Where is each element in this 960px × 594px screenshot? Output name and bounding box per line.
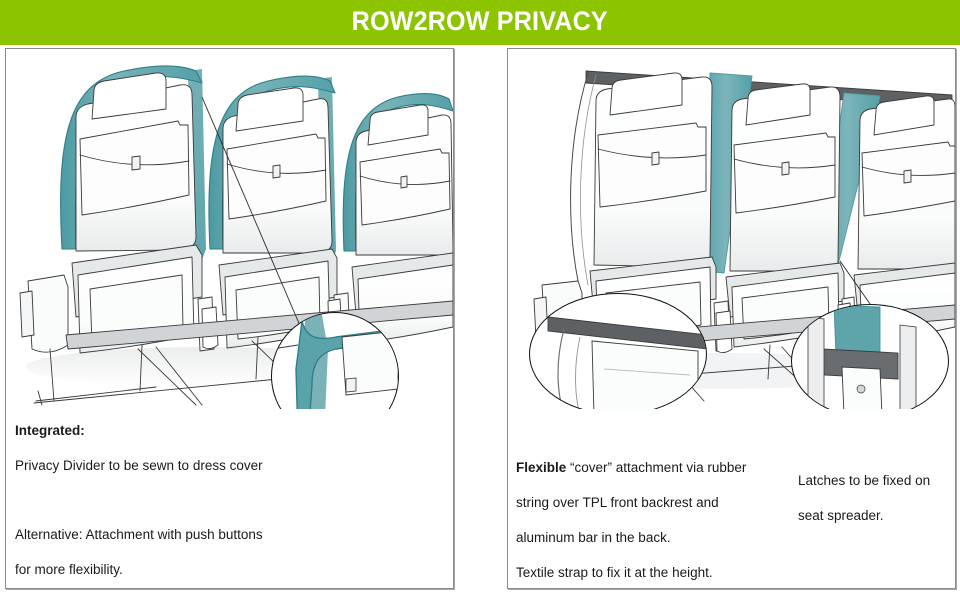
caption-latches: Latches to be fixed on seat spreader. bbox=[798, 454, 955, 542]
leg-front-left bbox=[49, 348, 55, 402]
seat-1-tray-latch bbox=[131, 155, 141, 171]
seat-row-drawing-flexible bbox=[529, 70, 955, 409]
floor-foot-left bbox=[37, 390, 43, 406]
detail-callout-circle bbox=[271, 312, 399, 409]
floor-rail-left bbox=[35, 386, 157, 402]
banner-underline bbox=[0, 42, 960, 45]
seat-1-tray-latch bbox=[651, 151, 660, 166]
aisle-armrest-outer bbox=[27, 274, 69, 353]
detail-left-post bbox=[807, 316, 825, 409]
flexible-cover-illustration bbox=[508, 49, 955, 409]
seat-2-headrest bbox=[235, 87, 304, 132]
detail-latch bbox=[345, 377, 357, 393]
leg-diagonal-1 bbox=[137, 348, 197, 406]
leg-diagonal-2 bbox=[155, 346, 203, 406]
caption-spacer bbox=[15, 492, 315, 509]
caption-integrated: Integrated: Privacy Divider to be sewn t… bbox=[15, 404, 315, 588]
seat-1-headrest bbox=[91, 72, 167, 120]
caption-flexible-line3: aluminum bar in the back. bbox=[516, 530, 671, 545]
seat-3-headrest bbox=[873, 95, 935, 136]
detail-right-post bbox=[899, 324, 917, 409]
panel-flexible-cover: Flexible “cover” attachment via rubber s… bbox=[507, 48, 956, 589]
caption-latches-line1: Latches to be fixed on bbox=[798, 472, 931, 488]
leg-right-vertical bbox=[255, 336, 259, 380]
seat-row-drawing-integrated bbox=[19, 65, 453, 409]
rubber-string-shadow bbox=[580, 74, 597, 286]
leg-mid-vertical bbox=[767, 344, 771, 380]
caption-flexible-line1: “cover” attachment via rubber bbox=[566, 460, 747, 475]
caption-latches-line2: seat spreader. bbox=[798, 507, 884, 523]
seat-3-tray-latch bbox=[903, 169, 912, 184]
seat-3-headrest bbox=[367, 104, 429, 146]
callout-leader-line bbox=[201, 96, 311, 350]
page-title: ROW2ROW PRIVACY bbox=[351, 5, 609, 36]
detail-callout-oval-left bbox=[529, 293, 707, 409]
floor-track bbox=[33, 378, 279, 404]
caption-flexible-line4: Textile strap to fix it at the height. bbox=[516, 565, 713, 580]
caption-flexible: Flexible “cover” attachment via rubber s… bbox=[516, 424, 791, 588]
caption-integrated-line2: Alternative: Attachment with push button… bbox=[15, 527, 263, 542]
caption-flexible-lead: Flexible bbox=[516, 460, 567, 475]
detail-latch-pin bbox=[856, 384, 866, 394]
seat-3-tray-latch bbox=[400, 175, 408, 189]
title-banner: ROW2ROW PRIVACY bbox=[0, 0, 960, 42]
detail-divider-arc bbox=[295, 320, 398, 409]
aisle-armrest-inner bbox=[19, 290, 35, 338]
detail-aluminum-bar bbox=[547, 316, 706, 350]
seat-1-headrest bbox=[609, 72, 683, 116]
caption-integrated-lead: Integrated: bbox=[15, 422, 85, 438]
detail-backrest-crease bbox=[603, 368, 691, 376]
caption-integrated-line1: Privacy Divider to be sewn to dress cove… bbox=[15, 457, 263, 473]
detail-callout-oval-right bbox=[791, 304, 949, 409]
integrated-divider-illustration bbox=[6, 49, 453, 409]
caption-integrated-line3: for more flexibility. bbox=[15, 562, 123, 577]
seat-2-headrest bbox=[745, 83, 811, 126]
seat-2-tray-latch bbox=[272, 164, 281, 179]
rubber-string bbox=[570, 72, 589, 282]
seat-base-beam bbox=[65, 300, 453, 350]
seat-2-tray-latch bbox=[781, 161, 790, 176]
panel-integrated-divider: Integrated: Privacy Divider to be sewn t… bbox=[5, 48, 454, 589]
caption-flexible-line2: string over TPL front backrest and bbox=[516, 495, 719, 510]
detail-backrest-top bbox=[591, 340, 699, 409]
